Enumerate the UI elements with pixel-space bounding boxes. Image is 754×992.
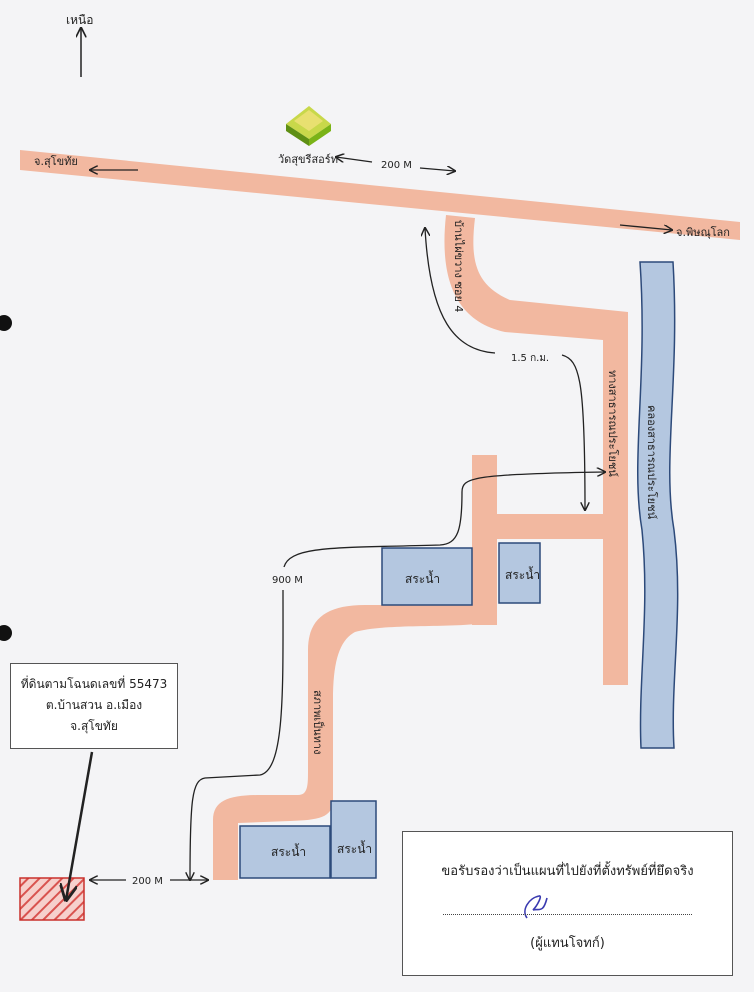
pond-3 [239, 825, 331, 879]
distance-label-final: 200 M [132, 876, 163, 887]
punch-hole [0, 625, 12, 641]
parcel-info-box: ที่ดินตามโฉนดเลขที่ 55473 ต.บ้านสวน อ.เม… [10, 663, 178, 749]
punch-hole [0, 315, 12, 331]
distance-arrow-right [419, 168, 455, 171]
pond-2 [498, 542, 541, 604]
distance-label-soi: 1.5 ก.ม. [511, 353, 549, 364]
signature-line [443, 914, 692, 915]
canal-label: คลองสาธารณประโยชน์ [645, 405, 659, 520]
branch-stub [472, 455, 497, 625]
label-to-sukhothai: จ.สุโขทัย [34, 154, 78, 168]
north-label: เหนือ [66, 13, 93, 27]
canal [637, 261, 679, 749]
distance-arrow-left [336, 157, 373, 163]
pond-label: สระน้ำ [505, 566, 540, 582]
certification-role: (ผู้แทนโจทก์) [530, 936, 605, 951]
soi-label: บ้านไผ่ขวาง ซอย 4 [452, 220, 465, 312]
dirt-path-label: สภาพเป็นทาง [311, 690, 325, 754]
soi-4-road [444, 215, 628, 685]
pond-4 [330, 800, 377, 879]
temple-label: วัดสุขรีสอร์ท [278, 153, 338, 166]
parcel-province: จ.สุโขทัย [70, 719, 118, 733]
distance-label-branch: 900 M [272, 575, 303, 586]
pond-1 [381, 547, 473, 606]
property-parcel [19, 877, 85, 921]
signature [524, 895, 548, 919]
arrow-to-phitsanulok [619, 224, 672, 230]
parcel-pointer-arrow [66, 751, 94, 900]
label-to-phitsanulok: จ.พิษณุโลก [676, 225, 730, 239]
distance-arrow-branch-down [190, 589, 284, 880]
branch-road [497, 514, 607, 539]
distance-arrow-soi-up [425, 228, 496, 354]
parcel-deed-number: ที่ดินตามโฉนดเลขที่ 55473 [20, 677, 168, 691]
main-vertical-label: ทางสาธารณประโยชน์ [606, 370, 620, 477]
parcel-district: ต.บ้านสวน อ.เมือง [45, 698, 143, 712]
main-road [20, 150, 740, 240]
pond-label: สระน้ำ [271, 843, 306, 859]
temple-icon [286, 106, 331, 146]
pond-label: สระน้ำ [337, 840, 372, 856]
certification-text: ขอรับรองว่าเป็นแผนที่ไปยังที่ตั้งทรัพย์ท… [441, 864, 694, 879]
distance-arrow-branch-up [283, 472, 605, 568]
dirt-path [213, 600, 497, 880]
certification-box: ขอรับรองว่าเป็นแผนที่ไปยังที่ตั้งทรัพย์ท… [402, 831, 733, 976]
pond-label: สระน้ำ [405, 570, 440, 586]
distance-label-temple: 200 M [381, 160, 412, 171]
distance-arrow-soi-down [561, 354, 585, 510]
